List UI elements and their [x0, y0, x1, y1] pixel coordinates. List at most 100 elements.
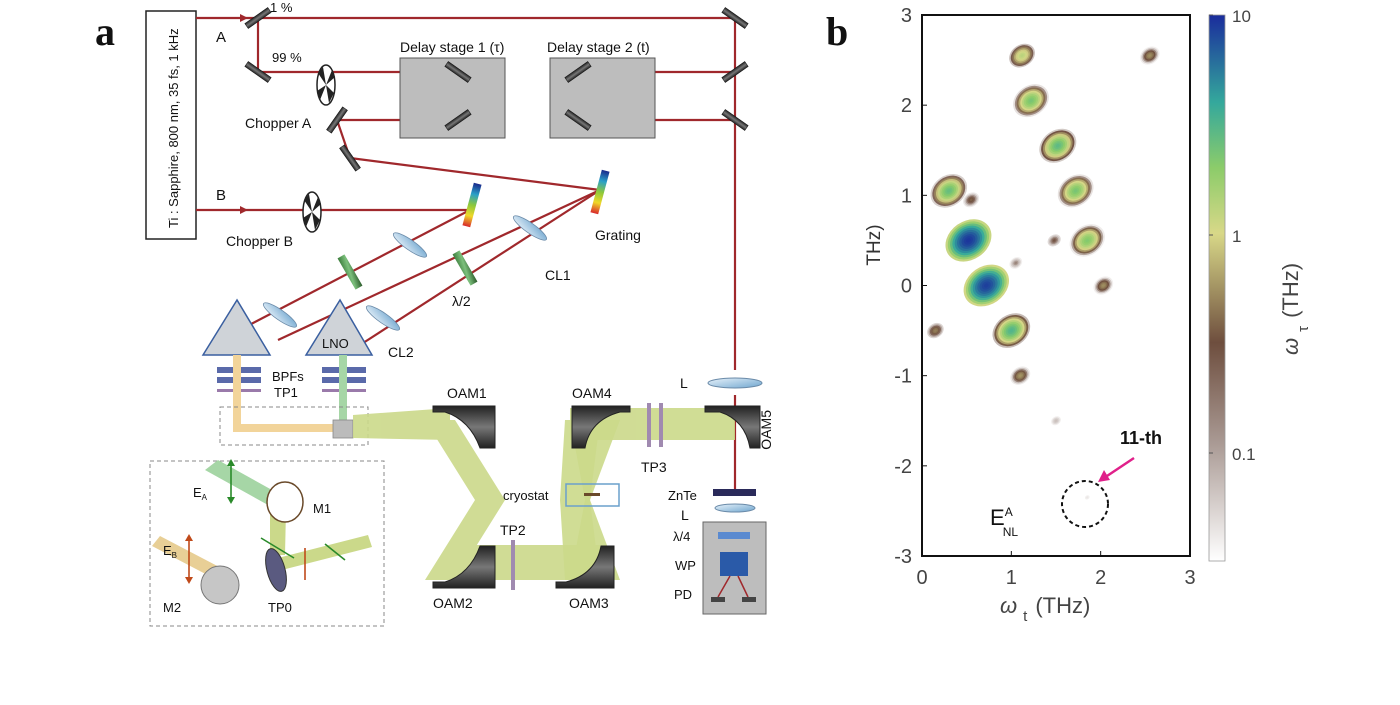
y-tick-label: 0	[901, 276, 912, 298]
inset-ea-label: EA	[193, 485, 208, 502]
tp3-label: TP3	[641, 459, 667, 475]
peak-contour	[1009, 328, 1014, 333]
lno-label: LNO	[322, 336, 349, 351]
heatmap-peak	[963, 192, 980, 208]
heatmap-peak	[1010, 366, 1031, 385]
heatmap-peak	[927, 322, 944, 339]
annotation-arrow-line	[1103, 456, 1135, 480]
colorbar	[1208, 14, 1226, 562]
znte-icon	[713, 489, 756, 496]
y-axis-label: THz)	[864, 224, 885, 265]
delay-stage-2	[549, 57, 656, 139]
y-tick-label: 1	[901, 185, 912, 207]
y-tick-label: -3	[894, 546, 912, 568]
heatmap-peak	[1047, 234, 1061, 247]
peak-contour	[946, 189, 951, 193]
oam-mirrors	[432, 405, 761, 589]
heatmap-peak	[1039, 128, 1077, 163]
quarter-wave-label: λ/4	[673, 529, 690, 544]
oam5-label: OAM5	[758, 410, 774, 450]
oam3-label: OAM3	[569, 595, 609, 611]
lens-l-label: L	[680, 375, 688, 391]
delay-stage-2-label: Delay stage 2 (t)	[547, 39, 650, 55]
heatmap-peak	[1009, 43, 1035, 68]
tp0-icon	[265, 548, 287, 592]
peak-contour	[1085, 238, 1090, 243]
peak-contour	[1054, 419, 1058, 422]
tp1-label: TP1	[274, 385, 298, 400]
heatmap-peak	[930, 173, 968, 208]
peak-contour	[1055, 144, 1060, 148]
znte-label: ZnTe	[668, 488, 697, 503]
tp2-icon	[511, 540, 515, 590]
flat-mirrors	[244, 7, 749, 172]
inset-beams	[152, 460, 372, 580]
split-beams	[717, 575, 749, 598]
bpfs-label: BPFs	[272, 369, 304, 384]
peak-contour	[1086, 496, 1089, 499]
x-tick-label: 0	[916, 567, 927, 589]
combiner-dashed-box	[219, 406, 369, 446]
cl2-label: CL2	[388, 344, 414, 360]
split-1-label: 1 %	[270, 0, 293, 15]
panel-a: a Ti : Sapphire, 800 nm, 35 fs, 1 kHz	[95, 0, 774, 627]
peak-contour	[1020, 54, 1024, 58]
plot-frame	[921, 14, 1191, 557]
y-tick-label: -2	[894, 456, 912, 478]
x-axis-ticks: 0 1 2 3	[916, 551, 1196, 589]
inset-eb-label: EB	[163, 543, 177, 560]
x-tick-label: 1	[1006, 567, 1017, 589]
x-tick-label: 2	[1095, 567, 1106, 589]
heatmap-peak	[1069, 224, 1105, 257]
chopper-a-label: Chopper A	[245, 115, 312, 131]
x-tick-label: 3	[1184, 567, 1195, 589]
panel-b-label: b	[826, 9, 848, 54]
delay-stage-1-label: Delay stage 1 (τ)	[400, 39, 504, 55]
pd-label: PD	[674, 587, 692, 602]
laser-box	[145, 10, 197, 240]
waveplate-1-icon	[337, 254, 363, 290]
heatmap-peak	[1051, 416, 1061, 426]
inset-box	[149, 460, 385, 627]
inset-m1-label: M1	[313, 501, 331, 516]
heatmap-peak	[963, 264, 1010, 307]
cryostat-label: cryostat	[503, 488, 549, 503]
beam-a-label: A	[216, 29, 226, 46]
peak-contour	[934, 329, 937, 332]
thz-beam-b	[233, 355, 335, 432]
chopper-a-icon	[316, 64, 336, 106]
tp3-icon-1	[647, 403, 651, 447]
m1-mirror	[266, 481, 304, 523]
beam-b-label: B	[216, 187, 226, 204]
lens-l2-label: L	[681, 507, 689, 523]
chopper-b-label: Chopper B	[226, 233, 293, 249]
combiner	[332, 419, 354, 439]
photodiode-1	[711, 597, 725, 602]
peak-contour	[969, 198, 973, 202]
lenses	[262, 215, 548, 331]
polarization-arrows	[185, 459, 346, 584]
split-99-label: 99 %	[272, 50, 302, 65]
y-tick-label: 3	[901, 5, 912, 27]
heatmap-peak	[1013, 84, 1049, 118]
beam-arrows	[240, 14, 248, 214]
wollaston-icon	[720, 552, 748, 576]
lens-l-bottom	[714, 503, 756, 513]
colorbar-tick-1: 1	[1232, 227, 1241, 246]
colorbar-ticks	[1209, 14, 1213, 454]
grating-icon	[590, 169, 610, 215]
oam4-label: OAM4	[572, 385, 612, 401]
colorbar-tick-10: 10	[1232, 7, 1251, 26]
waveplate-2-icon	[452, 250, 478, 286]
cl1-label: CL1	[545, 267, 571, 283]
half-wave-label: λ/2	[452, 293, 471, 309]
cryostat-box	[565, 483, 620, 507]
colorbar-tick-0.1: 0.1	[1232, 445, 1256, 464]
heatmap-peak	[945, 219, 992, 262]
heatmap-peaks	[927, 43, 1160, 500]
sample-icon	[584, 493, 600, 496]
